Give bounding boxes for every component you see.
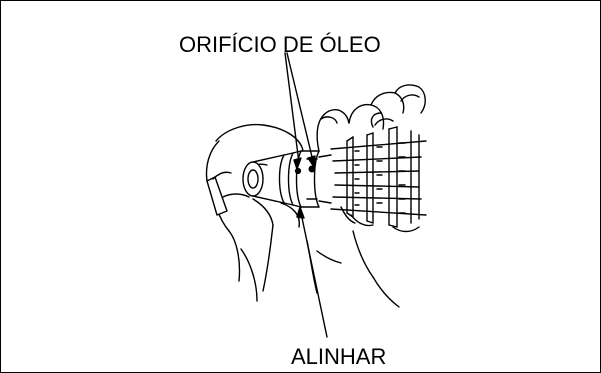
left-hand-drawing	[205, 123, 304, 302]
leader-lines	[284, 52, 328, 338]
oil-hole-label: ORIFÍCIO DE ÓLEO	[179, 32, 381, 57]
leader-line-align	[300, 212, 328, 338]
arrowhead-align	[296, 206, 305, 219]
leader-line-oil-hole-right	[286, 52, 314, 162]
arrowhead-oil-hole-right	[307, 155, 316, 168]
right-hand-drawing	[306, 84, 426, 308]
leader-line-oil-hole-left	[284, 52, 300, 164]
align-label: ALINHAR	[291, 344, 387, 369]
arrowhead-oil-hole-left	[293, 157, 302, 170]
